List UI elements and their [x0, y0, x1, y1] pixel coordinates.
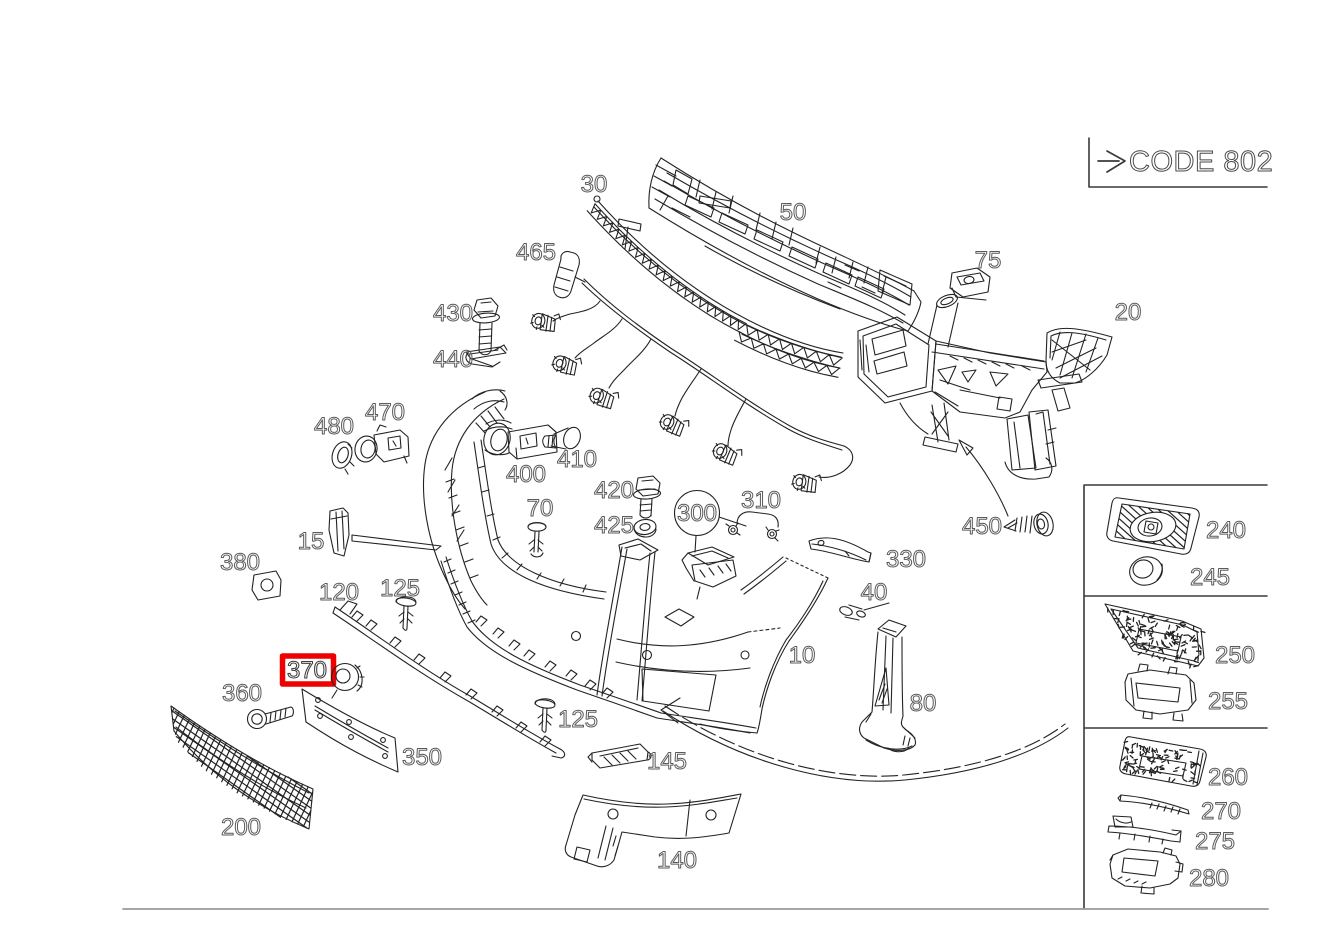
- svg-text:255: 255: [1208, 688, 1248, 715]
- svg-text:400: 400: [506, 461, 546, 488]
- svg-text:75: 75: [975, 247, 1002, 274]
- svg-text:80: 80: [910, 690, 937, 717]
- svg-text:250: 250: [1215, 642, 1255, 669]
- svg-text:480: 480: [314, 413, 354, 440]
- svg-text:145: 145: [647, 748, 687, 775]
- svg-text:125: 125: [380, 575, 420, 602]
- svg-text:280: 280: [1189, 865, 1229, 892]
- svg-text:300: 300: [677, 500, 717, 527]
- svg-text:15: 15: [298, 528, 325, 555]
- svg-text:350: 350: [402, 744, 442, 771]
- svg-text:425: 425: [594, 512, 634, 539]
- svg-text:40: 40: [861, 579, 888, 606]
- svg-text:380: 380: [220, 549, 260, 576]
- svg-text:275: 275: [1195, 828, 1235, 855]
- svg-text:470: 470: [365, 399, 405, 426]
- svg-text:465: 465: [516, 239, 556, 266]
- svg-text:310: 310: [741, 487, 781, 514]
- svg-text:410: 410: [557, 446, 597, 473]
- svg-text:245: 245: [1190, 564, 1230, 591]
- svg-text:50: 50: [780, 199, 807, 226]
- svg-text:120: 120: [319, 579, 359, 606]
- svg-text:370: 370: [287, 657, 327, 684]
- svg-text:CODE 802: CODE 802: [1129, 146, 1273, 178]
- svg-text:270: 270: [1201, 798, 1241, 825]
- svg-text:450: 450: [962, 513, 1002, 540]
- svg-text:360: 360: [222, 680, 262, 707]
- svg-text:30: 30: [581, 171, 608, 198]
- svg-text:430: 430: [433, 300, 473, 327]
- svg-text:70: 70: [527, 495, 554, 522]
- svg-text:260: 260: [1208, 764, 1248, 791]
- svg-text:420: 420: [594, 477, 634, 504]
- svg-text:125: 125: [558, 706, 598, 733]
- svg-text:140: 140: [657, 847, 697, 874]
- svg-text:330: 330: [886, 546, 926, 573]
- svg-text:240: 240: [1206, 517, 1246, 544]
- svg-text:10: 10: [789, 642, 816, 669]
- svg-text:200: 200: [221, 814, 261, 841]
- svg-text:440: 440: [433, 346, 473, 373]
- svg-text:20: 20: [1115, 299, 1142, 326]
